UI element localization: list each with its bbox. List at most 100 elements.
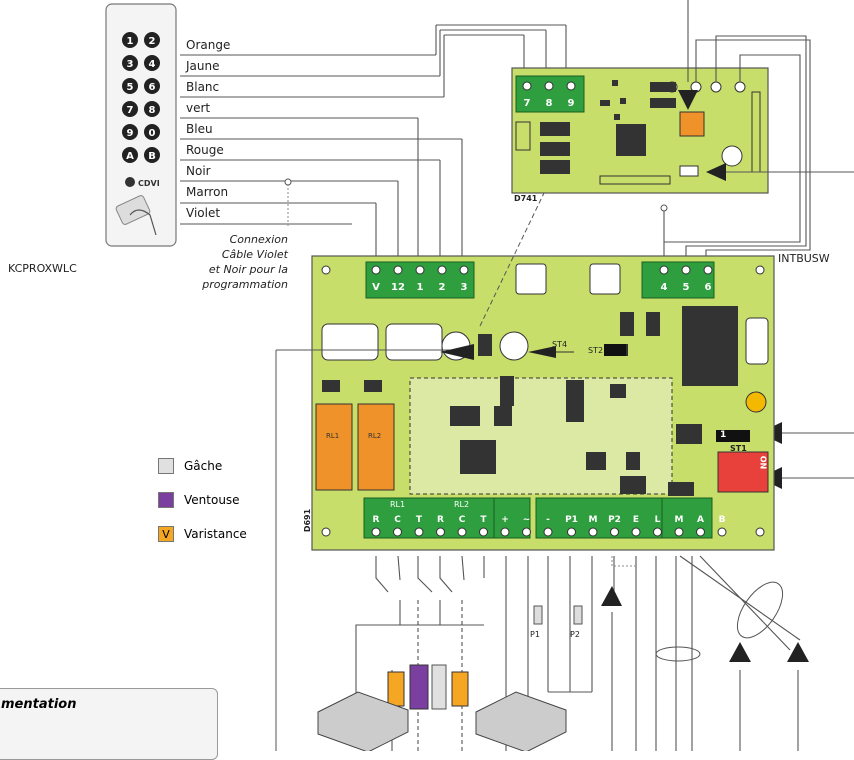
bottom-terminal-label: C bbox=[394, 515, 401, 525]
keypad-key bbox=[122, 147, 138, 163]
legend-label: Varistance bbox=[184, 527, 247, 541]
terminal-screw bbox=[566, 81, 576, 91]
terminal-screw bbox=[544, 81, 554, 91]
bottom-title: mentation bbox=[1, 697, 77, 712]
bottom-title-box: mentation bbox=[0, 688, 218, 760]
top-terminal-label: 3 bbox=[461, 282, 468, 293]
cable-wires bbox=[180, 24, 567, 268]
rl2-top-label: RL2 bbox=[454, 500, 470, 509]
terminal-screw bbox=[479, 527, 488, 537]
rl1-top-label: RL1 bbox=[390, 500, 406, 509]
right-terminal-label: 5 bbox=[683, 282, 690, 293]
keypad-key-label: 1 bbox=[127, 36, 134, 47]
terminal-screw bbox=[459, 265, 469, 275]
keypad-key-label: 5 bbox=[127, 82, 134, 93]
legend-item: V Varistance bbox=[158, 526, 247, 542]
wire-label-violet: Violet bbox=[186, 206, 221, 220]
legend-swatch bbox=[158, 458, 174, 474]
keypad-key-label: 6 bbox=[149, 82, 156, 93]
keypad-key-label: 7 bbox=[127, 105, 134, 116]
keypad-key-label: 0 bbox=[149, 128, 156, 139]
dip-switch bbox=[717, 451, 769, 493]
bottom-terminal-label: + bbox=[501, 515, 509, 525]
terminal-screw bbox=[674, 527, 684, 537]
bottom-terminal-label: A bbox=[697, 515, 704, 525]
terminal-screw bbox=[371, 265, 381, 275]
terminal-screw bbox=[500, 527, 510, 537]
keypad-key bbox=[144, 78, 160, 94]
terminal-screw bbox=[457, 527, 467, 537]
keypad-key bbox=[144, 124, 160, 140]
terminal-screw bbox=[393, 527, 402, 537]
terminal-screw bbox=[522, 527, 531, 537]
terminal-screw bbox=[436, 527, 445, 537]
p1-label: P1 bbox=[530, 630, 540, 639]
bottom-terminal-label: M bbox=[675, 515, 684, 525]
bottom-terminal-label: T bbox=[416, 515, 423, 525]
terminal-screw bbox=[371, 527, 381, 537]
wire-label-marron: Marron bbox=[186, 185, 229, 199]
wire-label-bleu: Bleu bbox=[186, 122, 213, 136]
rl2-relay-label: RL2 bbox=[368, 432, 382, 440]
keypad-key-label: 2 bbox=[149, 36, 156, 47]
keypad-key bbox=[122, 32, 138, 48]
terminal-screw bbox=[567, 527, 576, 537]
terminal-screw bbox=[631, 527, 641, 537]
terminal-screw bbox=[522, 81, 532, 91]
jumper-st1 bbox=[716, 430, 750, 442]
bottom-terminal-label: ~ bbox=[523, 515, 531, 525]
keypad-key-label: 9 bbox=[127, 128, 134, 139]
keypad-key bbox=[144, 147, 160, 163]
wire-label-vert: vert bbox=[186, 101, 211, 115]
terminal-screw bbox=[681, 265, 691, 275]
legend-item: Ventouse bbox=[158, 492, 240, 508]
dip-on-label: ON bbox=[758, 455, 768, 470]
st2-label: ST2 bbox=[588, 346, 604, 355]
d691-label: D691 bbox=[303, 508, 313, 533]
top-terminal-label: 2 bbox=[439, 282, 446, 293]
keypad-key bbox=[122, 101, 138, 117]
terminal-screw bbox=[414, 527, 424, 537]
bottom-terminal-label: R bbox=[437, 515, 444, 525]
terminal-screw bbox=[588, 527, 598, 537]
terminal-screw bbox=[437, 265, 447, 275]
p2-label: P2 bbox=[570, 630, 580, 639]
bottom-terminal-label: E bbox=[633, 515, 639, 525]
keypad-key bbox=[144, 32, 160, 48]
st1-label: ST1 bbox=[730, 444, 747, 453]
bottom-terminal-label: P1 bbox=[565, 515, 578, 525]
keypad-key-label: 8 bbox=[149, 105, 156, 116]
terminal-screw bbox=[696, 527, 705, 537]
keypad-model-label: KCPROXWLC bbox=[8, 262, 77, 275]
keypad-key-label: B bbox=[148, 151, 156, 162]
wire-label-jaune: Jaune bbox=[186, 59, 220, 73]
terminal-screw bbox=[703, 265, 713, 275]
top-terminal-label: 1 bbox=[417, 282, 424, 293]
st4-label: ST4 bbox=[552, 340, 568, 349]
legend-swatch: V bbox=[158, 526, 174, 542]
bottom-terminal-label: T bbox=[480, 515, 487, 525]
cdvi-logo: CDVI bbox=[138, 179, 160, 188]
top-terminal-label: 12 bbox=[391, 282, 405, 293]
bottom-terminal-label: - bbox=[546, 515, 550, 525]
terminal-screw bbox=[610, 527, 619, 537]
bottom-terminal-label: M bbox=[589, 515, 598, 525]
keypad-key bbox=[122, 124, 138, 140]
rl1-relay-label: RL1 bbox=[326, 432, 340, 440]
wire-label-rouge: Rouge bbox=[186, 143, 224, 157]
bottom-terminal-label: C bbox=[459, 515, 466, 525]
legend-item: Gâche bbox=[158, 458, 222, 474]
keypad-key-label: 4 bbox=[149, 59, 156, 70]
keypad-key-label: 3 bbox=[127, 59, 134, 70]
legend-label: Ventouse bbox=[184, 493, 240, 507]
d741-terminal-label: 8 bbox=[546, 98, 553, 109]
keypad-key bbox=[122, 55, 138, 71]
keypad-key bbox=[144, 101, 160, 117]
keypad-key bbox=[144, 55, 160, 71]
keypad-key bbox=[122, 78, 138, 94]
bottom-terminal-label: R bbox=[373, 515, 380, 525]
d741-terminal-label: 7 bbox=[524, 98, 531, 109]
wire-label-noir: Noir bbox=[186, 164, 211, 178]
